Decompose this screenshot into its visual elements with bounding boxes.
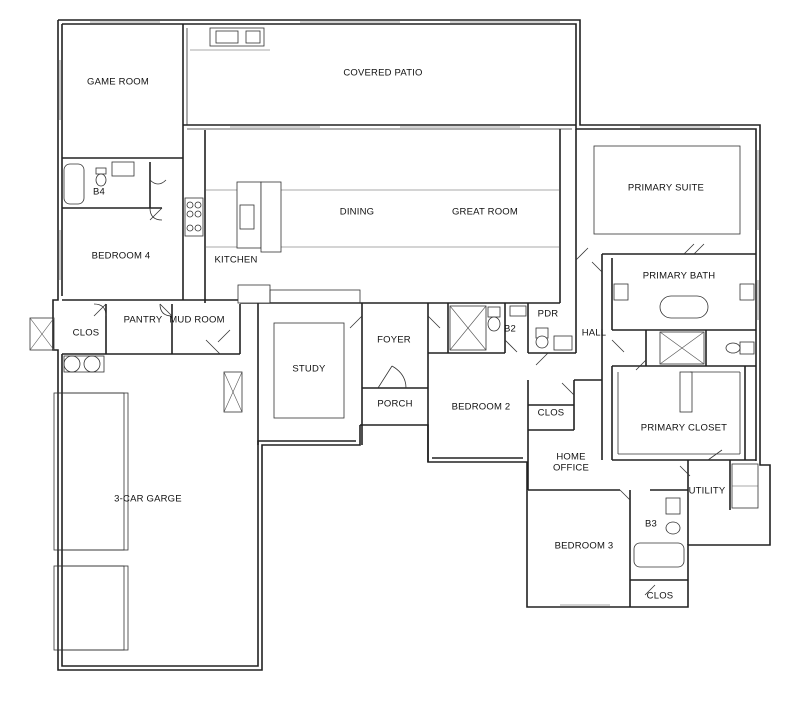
room-labels: GAME ROOM COVERED PATIO PRIMARY SUITE B4…	[73, 68, 727, 602]
exterior-walls	[52, 19, 771, 671]
label-primary-bath: PRIMARY BATH	[643, 271, 716, 282]
label-study: STUDY	[292, 364, 326, 375]
label-porch: PORCH	[377, 399, 412, 410]
label-primary-suite: PRIMARY SUITE	[628, 183, 704, 194]
primary-suite-ceiling	[593, 145, 741, 235]
label-utility: UTILITY	[689, 486, 726, 497]
label-pdr: PDR	[538, 309, 559, 320]
label-clos-bedroom-2: CLOS	[538, 408, 565, 419]
label-primary-closet: PRIMARY CLOSET	[641, 423, 727, 434]
interior-walls	[62, 24, 756, 607]
label-b2: B2	[504, 324, 516, 335]
study-ceiling	[273, 322, 345, 419]
garage-fixtures	[29, 317, 243, 651]
label-home-office-line2: OFFICE	[553, 463, 589, 474]
label-b3: B3	[645, 519, 657, 530]
patio-details	[190, 27, 270, 51]
label-mud-room: MUD ROOM	[169, 315, 224, 326]
label-bedroom-3: BEDROOM 3	[555, 541, 614, 552]
label-hall: HALL	[582, 328, 607, 339]
label-kitchen: KITCHEN	[214, 255, 257, 266]
label-bedroom-4: BEDROOM 4	[92, 251, 151, 262]
label-home-office-line1: HOME	[556, 452, 585, 463]
label-dining: DINING	[340, 207, 374, 218]
label-game-room: GAME ROOM	[87, 77, 149, 88]
label-clos-bedroom-3: CLOS	[647, 591, 674, 602]
b2-pdr-fixtures	[449, 305, 573, 351]
label-garage: 3-CAR GARGE	[114, 494, 182, 505]
primary-bath-fixtures	[613, 283, 755, 365]
utility-fixtures	[731, 463, 759, 509]
label-clos-left: CLOS	[73, 328, 100, 339]
label-covered-patio: COVERED PATIO	[343, 68, 422, 79]
label-bedroom-2: BEDROOM 2	[452, 402, 511, 413]
label-b4: B4	[93, 187, 105, 198]
label-foyer: FOYER	[377, 335, 411, 346]
windows	[59, 21, 759, 606]
door-swings	[93, 207, 723, 596]
b4-bath-fixtures	[63, 161, 167, 205]
kitchen-fixtures	[184, 181, 361, 304]
label-pantry: PANTRY	[124, 315, 163, 326]
label-great-room: GREAT ROOM	[452, 207, 518, 218]
b3-bath-fixtures	[633, 497, 685, 568]
